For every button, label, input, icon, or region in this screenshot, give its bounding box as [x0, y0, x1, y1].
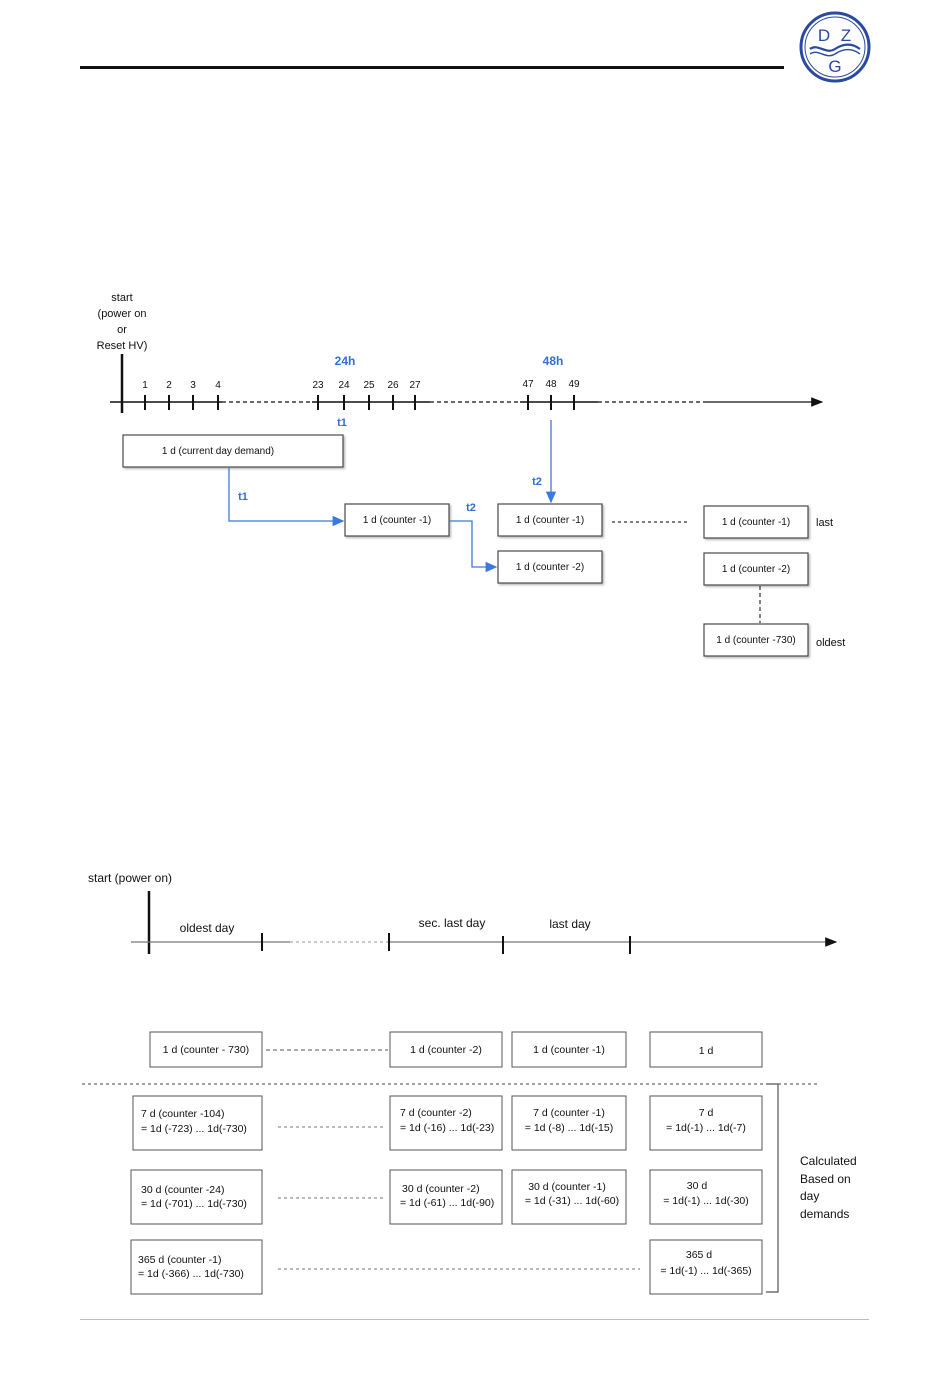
- logo-letter-z: Z: [841, 26, 851, 45]
- d2-30d-sec-l2: = 1d (-61) ... 1d(-90): [400, 1197, 494, 1209]
- d1-t2-down-label: t2: [532, 476, 542, 488]
- d2-30d-last: [511, 1169, 627, 1225]
- d2-seg-oldest: oldest day: [180, 921, 235, 935]
- d2-seg-last: last day: [549, 917, 590, 931]
- d1-box-counter-2-right: [497, 550, 603, 584]
- d1-t2-lower-label: t2: [466, 502, 476, 514]
- d2-365d-calc-l1: 365 d: [686, 1249, 712, 1261]
- d2-30d-oldest: [130, 1169, 263, 1225]
- d1-start-line-3: or: [117, 324, 127, 336]
- d1-tick-label-24: 24: [338, 380, 350, 391]
- d2-365d-oldest: [130, 1239, 263, 1295]
- d1-tick-label-27: 27: [409, 380, 421, 391]
- d2-1d-oldest: [149, 1031, 263, 1068]
- d2-side-note-1: Calculated: [800, 1154, 857, 1168]
- d1-box-oldest: [703, 623, 809, 657]
- d1-tick-label-48: 48: [545, 379, 557, 390]
- d1-box-second: [703, 552, 809, 586]
- d1-tick-label-3: 3: [190, 380, 196, 391]
- diagram-1-timeline: start (power on or Reset HV) 1 2 3 4 23 …: [97, 292, 845, 657]
- dzg-logo: D Z G: [799, 11, 871, 83]
- d1-box-counter-1-right-label: 1 d (counter -1): [516, 515, 584, 526]
- d1-label-last: last: [816, 517, 833, 529]
- d1-start-line-1: start: [111, 292, 132, 304]
- d2-1d-oldest-label: 1 d (counter - 730): [163, 1044, 249, 1056]
- d1-box-current-label: 1 d (current day demand): [162, 446, 274, 457]
- d2-side-note-2: Based on: [800, 1172, 851, 1186]
- d2-7d-last-l1: 7 d (counter -1): [533, 1107, 605, 1119]
- d1-box-counter-1-right: [497, 503, 603, 537]
- d1-tick-label-4: 4: [215, 380, 221, 391]
- header-rule: [80, 66, 784, 69]
- d2-365d-calc-l2: = 1d(-1) ... 1d(-365): [660, 1265, 751, 1277]
- d2-7d-oldest-l1: 7 d (counter -104): [141, 1108, 224, 1120]
- d2-365d-oldest-l2: = 1d (-366) ... 1d(-730): [138, 1268, 244, 1280]
- d1-box-current-day: [122, 434, 344, 468]
- d1-tick-label-47: 47: [522, 379, 534, 390]
- d2-7d-oldest-l2: = 1d (-723) ... 1d(-730): [141, 1123, 247, 1135]
- diagram-2-timeline: start (power on) oldest day sec. last da…: [82, 871, 857, 1295]
- d2-1d-last: [511, 1031, 627, 1068]
- d2-30d-last-l2: = 1d (-31) ... 1d(-60): [525, 1195, 619, 1207]
- d2-30d-calc-l2: = 1d(-1) ... 1d(-30): [663, 1195, 749, 1207]
- d2-7d-calc: [649, 1095, 763, 1151]
- d2-30d-calc-l1: 30 d: [687, 1180, 708, 1192]
- d1-box-oldest-label: 1 d (counter -730): [716, 635, 796, 646]
- d1-t1-axis-label: t1: [337, 417, 347, 429]
- d2-7d-calc-l1: 7 d: [699, 1107, 714, 1119]
- footer-rule: [80, 1319, 869, 1320]
- d1-box-counter-1-mid: [344, 503, 450, 537]
- d2-7d-sec-l1: 7 d (counter -2): [400, 1107, 472, 1119]
- logo-letter-g: G: [828, 57, 841, 76]
- d1-tick-label-25: 25: [363, 380, 375, 391]
- logo-letter-d: D: [818, 26, 830, 45]
- d1-tick-label-2: 2: [166, 380, 172, 391]
- d2-7d-oldest: [132, 1095, 263, 1151]
- d1-box-counter-2-right-label: 1 d (counter -2): [516, 562, 584, 573]
- d2-start-label: start (power on): [88, 871, 172, 885]
- d1-tick-label-1: 1: [142, 380, 148, 391]
- d1-arrow-t2-lower: [450, 520, 498, 573]
- d2-30d-oldest-l2: = 1d (-701) ... 1d(-730): [141, 1198, 247, 1210]
- d1-label-oldest: oldest: [816, 637, 845, 649]
- d2-1d-sec: [389, 1031, 503, 1068]
- d1-marker-48h: 48h: [543, 354, 564, 368]
- d2-30d-oldest-l1: 30 d (counter -24): [141, 1184, 224, 1196]
- d2-30d-last-l1: 30 d (counter -1): [528, 1181, 606, 1193]
- d2-1d-calc: [649, 1031, 763, 1068]
- d2-side-note-4: demands: [800, 1207, 849, 1221]
- d2-1d-sec-label: 1 d (counter -2): [410, 1044, 482, 1056]
- d2-7d-last: [511, 1095, 627, 1151]
- d2-30d-sec: [389, 1169, 503, 1225]
- d2-side-note-3: day: [800, 1189, 819, 1203]
- d1-box-last: [703, 505, 809, 539]
- d1-box-second-label: 1 d (counter -2): [722, 564, 790, 575]
- d1-box-last-label: 1 d (counter -1): [722, 517, 790, 528]
- d1-t1-arrow-label: t1: [238, 491, 248, 503]
- d2-seg-sec-last: sec. last day: [419, 916, 486, 930]
- d2-30d-sec-l1: 30 d (counter -2): [402, 1183, 480, 1195]
- d2-7d-calc-l2: = 1d(-1) ... 1d(-7): [666, 1122, 746, 1134]
- d2-side-bracket: [766, 1083, 779, 1293]
- d1-tick-label-49: 49: [568, 379, 580, 390]
- d2-7d-sec: [389, 1095, 503, 1151]
- d2-7d-sec-l2: = 1d (-16) ... 1d(-23): [400, 1122, 494, 1134]
- d1-marker-24h: 24h: [335, 354, 356, 368]
- d2-1d-calc-label: 1 d: [699, 1045, 714, 1057]
- d2-7d-last-l2: = 1d (-8) ... 1d(-15): [525, 1122, 613, 1134]
- d1-tick-label-26: 26: [387, 380, 399, 391]
- d1-box-counter-1-mid-label: 1 d (counter -1): [363, 515, 431, 526]
- d2-365d-oldest-l1: 365 d (counter -1): [138, 1254, 221, 1266]
- d1-arrow-t1: [228, 468, 345, 527]
- d2-365d-calc: [649, 1239, 763, 1295]
- d1-start-line-2: (power on: [98, 308, 147, 320]
- d1-tick-label-23: 23: [312, 380, 324, 391]
- d2-1d-last-label: 1 d (counter -1): [533, 1044, 605, 1056]
- d1-start-line-4: Reset HV): [97, 340, 148, 352]
- d2-30d-calc: [649, 1169, 763, 1225]
